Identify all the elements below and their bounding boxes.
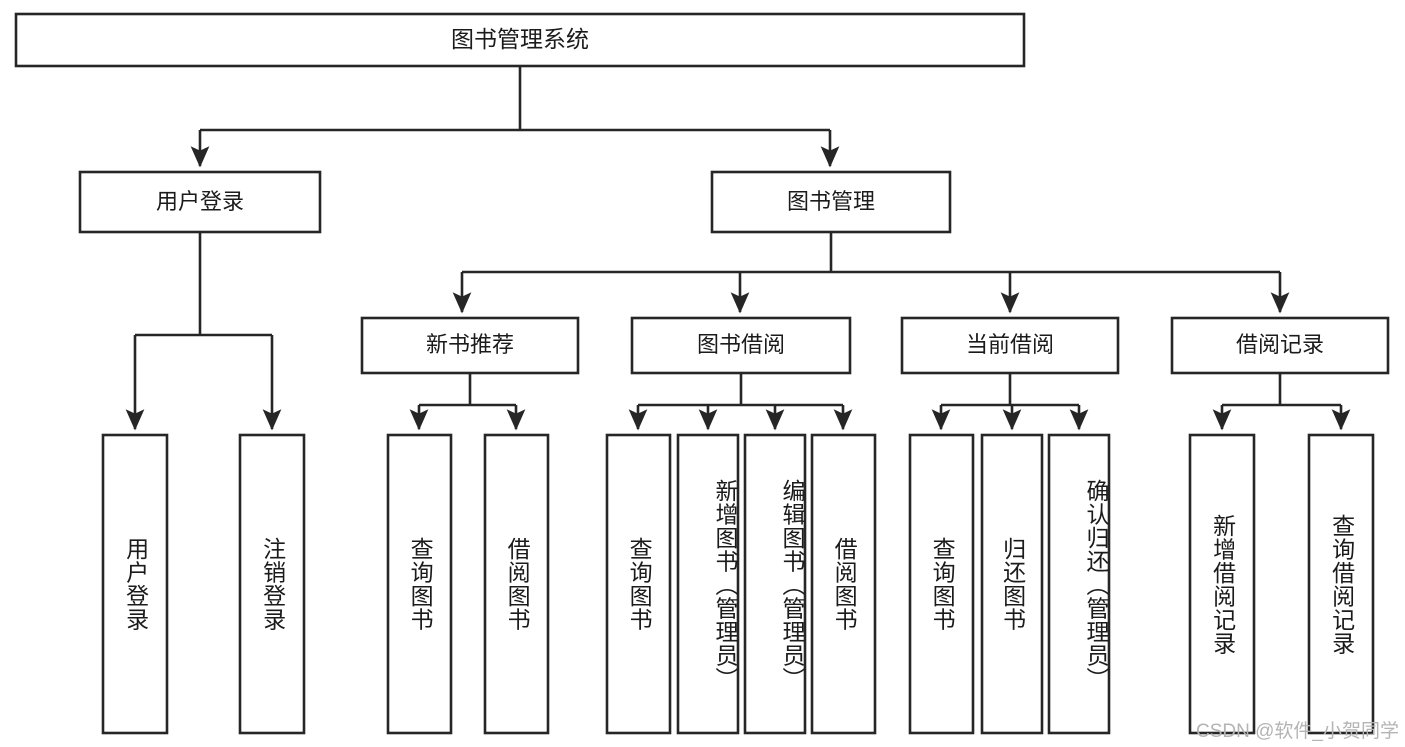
- node-book-manage[interactable]: 图书管理: [710, 170, 952, 234]
- node-new-book-rec-box[interactable]: [360, 316, 580, 375]
- node-root[interactable]: 图书管理系统: [14, 12, 1026, 68]
- connector-book-manage-to-level2: [452, 232, 1290, 314]
- node-new-book-rec[interactable]: 新书推荐: [360, 316, 580, 375]
- leaf-user-login-box[interactable]: [101, 433, 169, 735]
- connector-book-borrow-to-leaves: [628, 373, 853, 431]
- leaf-query-record-box[interactable]: [1307, 433, 1375, 735]
- leaf-query-book-borrow-box[interactable]: [605, 433, 672, 735]
- node-user-login[interactable]: 用户登录: [78, 170, 322, 234]
- node-root-label: 图书管理系统: [451, 26, 589, 52]
- leaf-return-book-box[interactable]: [980, 433, 1044, 735]
- node-book-borrow-label: 图书借阅: [697, 332, 785, 357]
- leaf-edit-book-box[interactable]: [743, 433, 807, 735]
- leaf-borrow-book-rec-box[interactable]: [483, 433, 550, 735]
- leaf-add-record-box[interactable]: [1188, 433, 1256, 735]
- leaf-logout-box[interactable]: [238, 433, 306, 735]
- connector-current-borrow-to-leaves: [931, 373, 1089, 431]
- node-current-borrow[interactable]: 当前借阅: [900, 316, 1120, 375]
- leaf-add-book-box[interactable]: [676, 433, 740, 735]
- node-current-borrow-box[interactable]: [900, 316, 1120, 375]
- node-borrow-record[interactable]: 借阅记录: [1170, 316, 1390, 375]
- connector-borrow-record-to-leaves: [1212, 373, 1351, 431]
- leaf-query-book-cur-box[interactable]: [908, 433, 975, 735]
- node-current-borrow-label: 当前借阅: [966, 332, 1054, 357]
- leaf-borrow-book-box[interactable]: [810, 433, 877, 735]
- connector-user-login-to-leaves: [125, 232, 282, 431]
- node-root-box[interactable]: [14, 12, 1026, 68]
- connector-new-book-rec-to-leaves: [409, 373, 526, 431]
- node-new-book-rec-label: 新书推荐: [426, 332, 514, 357]
- leaf-query-book-rec-box[interactable]: [386, 433, 453, 735]
- watermark-text: CSDN @软件_小贺同学: [1196, 721, 1399, 742]
- leaf-boxes: [101, 433, 1375, 735]
- node-user-login-box[interactable]: [78, 170, 322, 234]
- node-user-login-label: 用户登录: [156, 189, 244, 214]
- leaf-confirm-return-box[interactable]: [1047, 433, 1111, 735]
- node-book-manage-label: 图书管理: [787, 189, 875, 214]
- node-book-borrow[interactable]: 图书借阅: [630, 316, 852, 375]
- connector-root-to-level1: [190, 66, 840, 168]
- node-borrow-record-label: 借阅记录: [1236, 332, 1324, 357]
